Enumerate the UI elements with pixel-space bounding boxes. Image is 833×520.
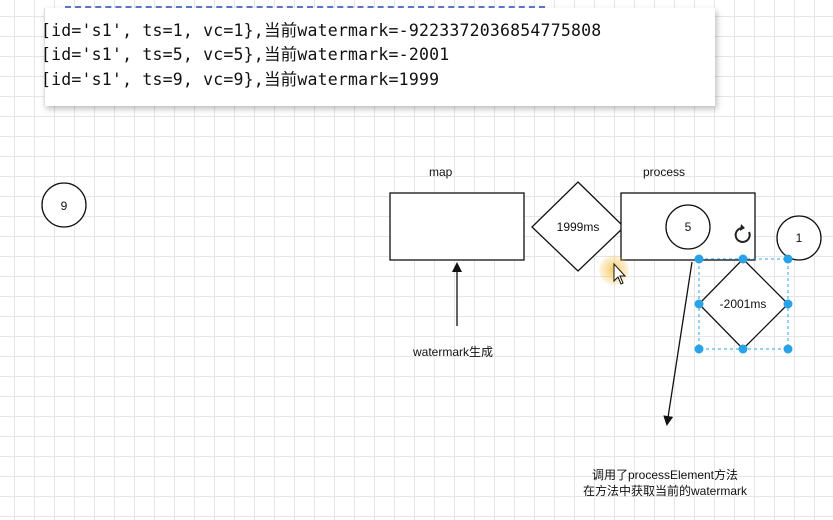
handle-bottom-right: [783, 344, 793, 354]
circle-node-1[interactable]: [776, 215, 822, 261]
handle-right: [783, 299, 793, 309]
process-element-arrow[interactable]: [663, 261, 693, 426]
refresh-icon[interactable]: [734, 224, 751, 243]
handle-bottom-left: [694, 344, 704, 354]
handle-top-right: [783, 254, 793, 264]
circle-node-9[interactable]: [41, 182, 87, 228]
note-line-2: 在方法中获取当前的watermark: [582, 484, 747, 498]
selection-handles[interactable]: [694, 254, 793, 354]
circle-node-5-label: 5: [685, 220, 692, 234]
circle-node-5[interactable]: [665, 204, 711, 250]
handle-top: [738, 254, 748, 264]
handle-left: [694, 299, 704, 309]
handle-bottom: [738, 344, 748, 354]
diamond-minus-2001ms-label: -2001ms: [720, 297, 767, 311]
circle-node-9-label: 9: [61, 199, 68, 213]
map-box[interactable]: [389, 192, 525, 261]
console-line-3: [id='s1', ts=9, vc=9},当前watermark=1999: [41, 70, 440, 89]
console-line-2: [id='s1', ts=5, vc=5},当前watermark=-2001: [41, 45, 450, 64]
console-line-1: [id='s1', ts=1, vc=1},当前watermark=-92233…: [41, 21, 602, 40]
note-line-1: 调用了processElement方法: [591, 468, 739, 482]
circle-node-1-label: 1: [796, 231, 803, 245]
console-output-panel: [id='s1', ts=1, vc=1},当前watermark=-92233…: [41, 6, 715, 106]
watermark-generation-label: watermark生成: [413, 345, 494, 359]
process-element-note: 调用了processElement方法 在方法中获取当前的watermark: [560, 467, 770, 499]
handle-top-left: [694, 254, 704, 264]
diamond-1999ms[interactable]: [531, 181, 625, 272]
map-label: map: [429, 165, 453, 179]
process-label: process: [643, 165, 686, 179]
panel-top-border: [65, 6, 545, 11]
mouse-cursor-icon: [613, 262, 627, 285]
diamond-1999ms-label: 1999ms: [557, 220, 600, 234]
